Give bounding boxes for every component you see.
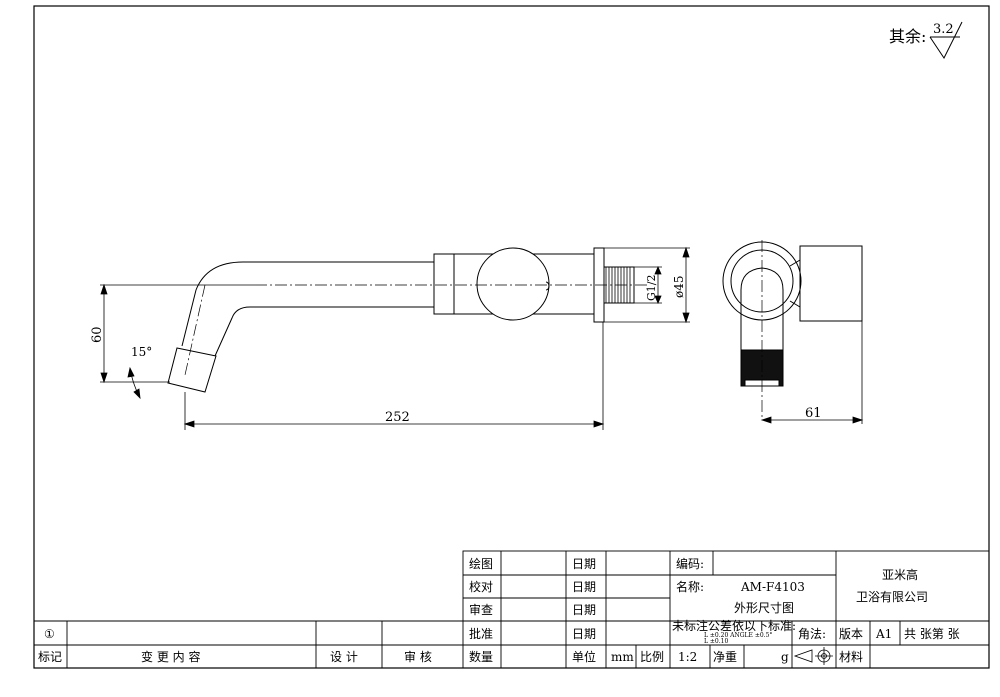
dim-angle: 15° — [131, 345, 152, 359]
company-line1: 亚米高 — [882, 567, 918, 582]
label-change-content: 变 更 内 容 — [141, 649, 200, 664]
label-date-4: 日期 — [572, 627, 596, 641]
surface-finish-prefix: 其余: — [889, 27, 926, 46]
label-projection: 角法: — [798, 627, 826, 641]
label-quantity: 数量 — [469, 649, 493, 664]
label-name: 名称: — [676, 579, 704, 594]
surface-finish-value: 3.2 — [933, 22, 954, 37]
label-scale: 比例 — [640, 650, 664, 664]
label-date-3: 日期 — [572, 603, 596, 617]
side-dimensions — [760, 321, 864, 424]
label-date-2: 日期 — [572, 580, 596, 594]
tolerance-line2: L ±0.10 — [704, 638, 728, 645]
front-view — [167, 247, 650, 393]
scale-value: 1:2 — [678, 650, 697, 664]
tolerance-line1: L ±0.20 ANGLE ±0.5° — [704, 632, 772, 639]
front-dimensions — [100, 246, 690, 430]
dim-depth: 61 — [805, 406, 822, 421]
dim-thread: G1/2 — [645, 275, 658, 302]
label-reviewed: 审查 — [469, 602, 493, 617]
sheet-count: 共 张第 张 — [904, 627, 960, 641]
title-block-grid — [34, 550, 990, 669]
label-review: 审 核 — [404, 649, 432, 664]
dim-height: 60 — [90, 326, 105, 343]
dim-length: 252 — [385, 410, 410, 425]
company-line2: 卫浴有限公司 — [856, 590, 928, 604]
unit-value: mm — [611, 650, 634, 664]
label-drawn: 绘图 — [469, 556, 493, 571]
side-view — [722, 240, 863, 420]
drawing-border — [33, 5, 990, 669]
label-code: 编码: — [676, 556, 704, 571]
drawing-name: 外形尺寸图 — [734, 601, 794, 615]
label-net-weight: 净重 — [713, 650, 737, 664]
tolerance-title: 未标注公差依以下标准: — [672, 618, 796, 633]
label-material: 材料 — [839, 650, 863, 664]
revision-mark: ① — [44, 627, 55, 641]
surface-finish-symbol: 其余: 3.2 — [889, 21, 963, 59]
label-approved: 批准 — [469, 626, 493, 641]
label-design: 设 计 — [330, 650, 358, 664]
label-checked: 校对 — [469, 579, 493, 594]
projection-symbol — [793, 647, 833, 665]
label-version: 版本 — [839, 627, 863, 641]
dim-diameter: ø45 — [672, 276, 686, 299]
version-value: A1 — [875, 627, 892, 641]
label-date-1: 日期 — [572, 557, 596, 571]
weight-unit: g — [781, 650, 789, 664]
label-unit: 单位 — [572, 649, 596, 664]
model-number: AM-F4103 — [740, 580, 805, 594]
label-mark: 标记 — [38, 650, 62, 664]
